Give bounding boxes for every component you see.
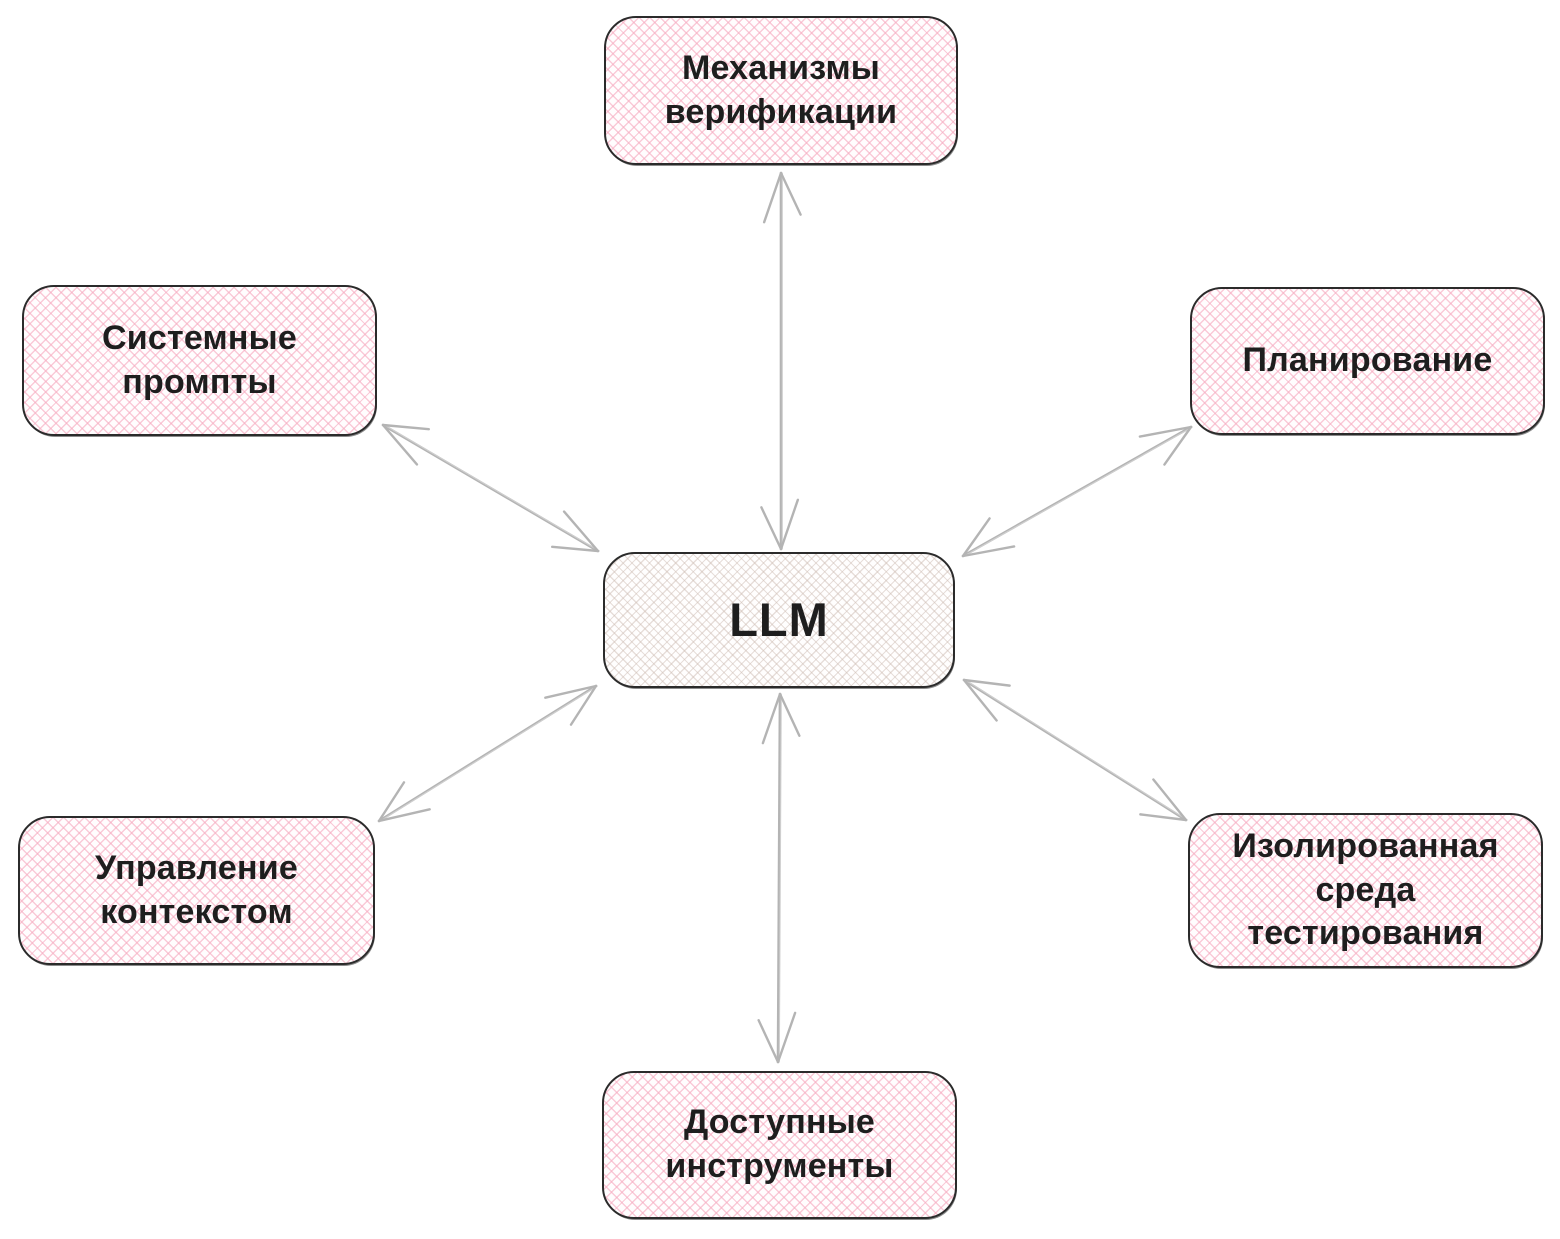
node-verification-mechanisms[interactable]: Механизмы верификации	[604, 16, 958, 165]
node-label: LLM	[729, 592, 829, 646]
arrow-llm-system-prompts	[381, 423, 600, 553]
node-available-tools[interactable]: Доступные инструменты	[602, 1071, 957, 1219]
arrow-llm-tools	[757, 692, 801, 1064]
node-context-management[interactable]: Управление контекстом	[18, 816, 375, 965]
arrow-llm-isolated-testing	[962, 678, 1188, 822]
node-label: Системные промпты	[102, 318, 297, 401]
node-label: Планирование	[1242, 341, 1493, 380]
node-llm-center[interactable]: LLM	[603, 552, 955, 688]
node-isolated-testing-environment[interactable]: Изолированная среда тестирования	[1188, 813, 1543, 968]
node-label: Механизмы верификации	[664, 48, 898, 131]
arrow-llm-planning	[961, 425, 1193, 558]
node-system-prompts[interactable]: Системные промпты	[22, 285, 377, 436]
node-label: Доступные инструменты	[665, 1103, 894, 1185]
arrow-llm-verification	[760, 171, 802, 551]
node-planning[interactable]: Планирование	[1190, 287, 1545, 435]
node-label: Управление контекстом	[95, 848, 298, 931]
arrow-llm-context-management	[377, 684, 598, 823]
node-label: Изолированная среда тестирования	[1232, 827, 1499, 953]
